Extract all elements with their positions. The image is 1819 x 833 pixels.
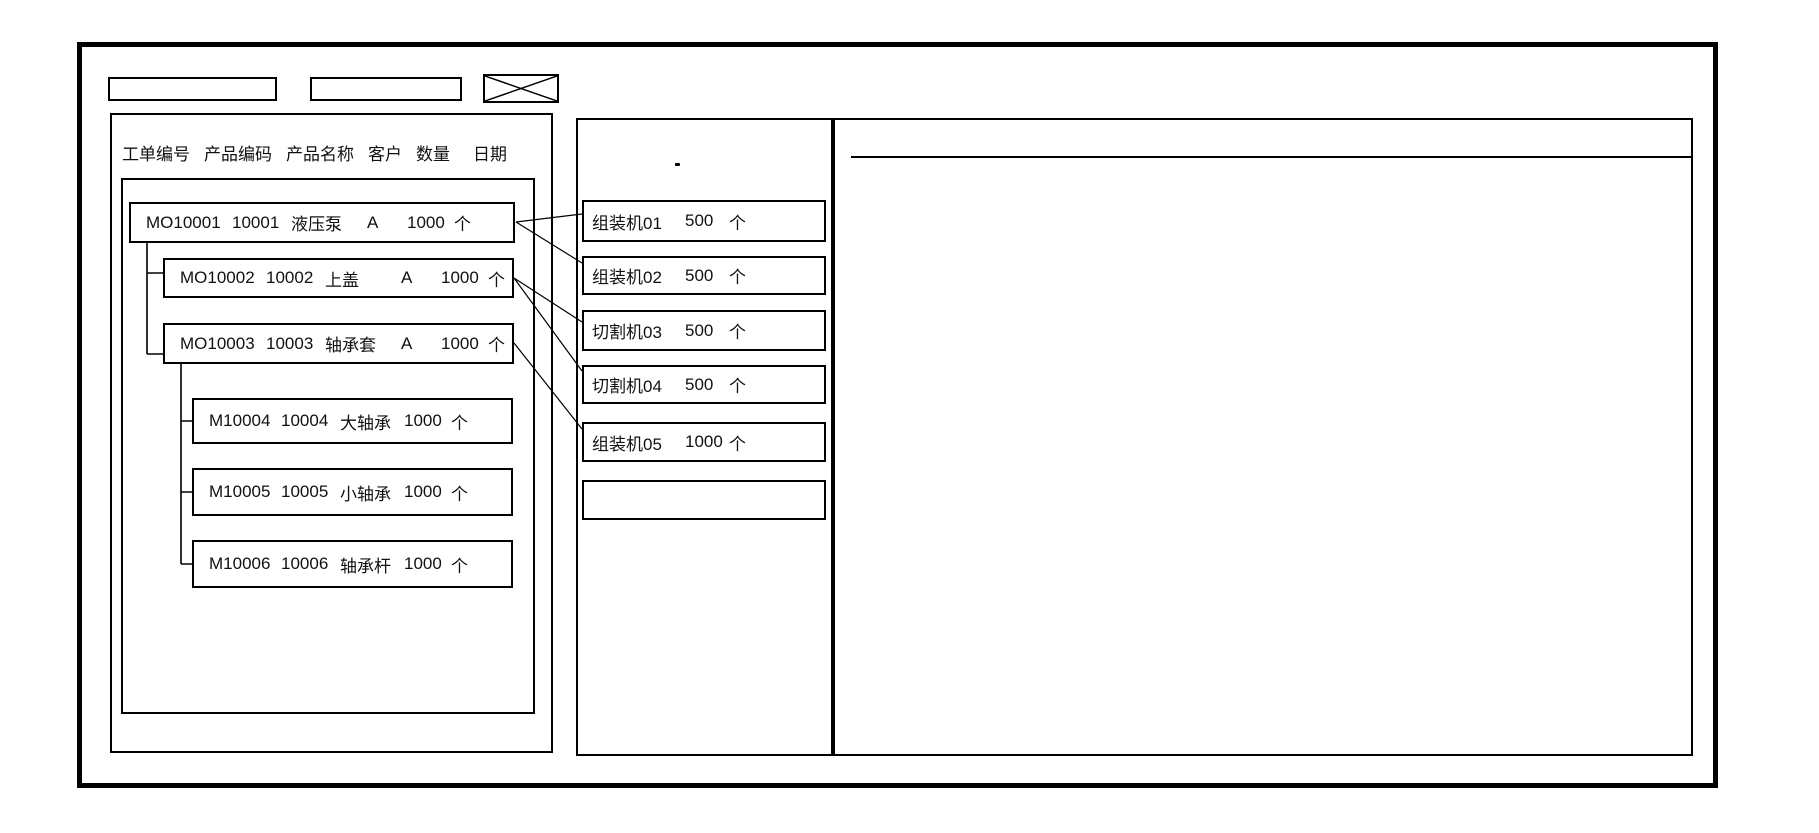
col-date: 日期 [473, 145, 507, 164]
unit: 个 [488, 270, 505, 290]
order-id: MO10001 [146, 212, 221, 232]
machine-name: 组装机01 [592, 213, 662, 233]
col-product-name: 产品名称 [286, 145, 354, 164]
product-name: 液压泵 [291, 215, 342, 234]
quantity: 1000 [441, 333, 479, 353]
machine-slot-03[interactable]: 切割机03 500 个 [582, 310, 826, 351]
work-order-node-MO10003[interactable]: MO10003 10003 轴承套 A 1000 个 [163, 323, 514, 364]
product-name: 轴承套 [325, 336, 376, 355]
product-name: 轴承杆 [340, 556, 391, 576]
unit: 个 [729, 434, 746, 454]
toolbar-field-1[interactable] [108, 77, 277, 101]
machine-qty: 500 [685, 320, 714, 340]
product-code: 10002 [266, 268, 314, 287]
stray-dot [675, 163, 680, 166]
quantity: 1000 [407, 212, 445, 232]
order-id: M10004 [209, 411, 271, 430]
unit: 个 [488, 336, 505, 355]
quantity: 1000 [404, 411, 442, 430]
unit: 个 [729, 213, 746, 233]
work-order-node-MO10002[interactable]: MO10002 10002 上盖 A 1000 个 [163, 258, 514, 298]
machine-name: 组装机05 [592, 434, 662, 454]
product-code: 10005 [281, 482, 329, 501]
machine-qty: 500 [685, 265, 714, 285]
unit: 个 [729, 268, 746, 287]
machine-qty: 500 [685, 374, 714, 394]
toolbar-field-2[interactable] [310, 77, 462, 101]
orders-tree-area [121, 178, 535, 714]
unit: 个 [729, 377, 746, 396]
machine-slot-02[interactable]: 组装机02 500 个 [582, 256, 826, 295]
machine-name: 组装机02 [592, 268, 662, 287]
detail-panel-header-divider [851, 156, 1692, 158]
detail-panel [833, 118, 1693, 756]
col-order-no: 工单编号 [122, 145, 190, 164]
machine-slot-01[interactable]: 组装机01 500 个 [582, 200, 826, 242]
customer: A [401, 333, 413, 353]
product-name: 小轴承 [340, 484, 391, 504]
order-id: M10006 [209, 554, 271, 573]
product-code: 10004 [281, 411, 329, 430]
quantity: 1000 [441, 268, 479, 287]
col-product-code: 产品编码 [204, 145, 272, 164]
machine-name: 切割机03 [592, 323, 662, 342]
work-order-node-MO10001[interactable]: MO10001 10001 液压泵 A 1000 个 [129, 202, 515, 243]
product-code: 10003 [266, 333, 314, 353]
image-placeholder-icon[interactable] [483, 74, 559, 103]
work-order-node-M10005[interactable]: M10005 10005 小轴承 1000 个 [192, 468, 513, 516]
orders-column-header: 工单编号 产品编码 产品名称 客户 数量 日期 [122, 140, 507, 165]
machine-slot-04[interactable]: 切割机04 500 个 [582, 365, 826, 404]
product-name: 大轴承 [340, 413, 391, 433]
unit: 个 [454, 215, 471, 234]
work-order-node-M10006[interactable]: M10006 10006 轴承杆 1000 个 [192, 540, 513, 588]
customer: A [367, 212, 379, 232]
product-code: 10006 [281, 554, 329, 573]
machine-slot-empty[interactable] [582, 480, 826, 520]
customer: A [401, 268, 413, 287]
unit: 个 [729, 323, 746, 342]
order-id: MO10003 [180, 333, 255, 353]
product-code: 10001 [232, 212, 280, 232]
quantity: 1000 [404, 482, 442, 501]
machine-slot-05[interactable]: 组装机05 1000 个 [582, 422, 826, 462]
col-customer: 客户 [368, 145, 402, 164]
machine-qty: 500 [685, 211, 714, 230]
quantity: 1000 [404, 554, 442, 573]
unit: 个 [451, 413, 468, 433]
machine-name: 切割机04 [592, 377, 662, 396]
order-id: MO10002 [180, 268, 255, 287]
order-id: M10005 [209, 482, 271, 501]
work-order-node-M10004[interactable]: M10004 10004 大轴承 1000 个 [192, 398, 513, 444]
col-qty: 数量 [416, 145, 450, 164]
unit: 个 [451, 556, 468, 576]
machine-qty: 1000 [685, 432, 723, 451]
product-name: 上盖 [325, 270, 359, 290]
unit: 个 [451, 484, 468, 504]
